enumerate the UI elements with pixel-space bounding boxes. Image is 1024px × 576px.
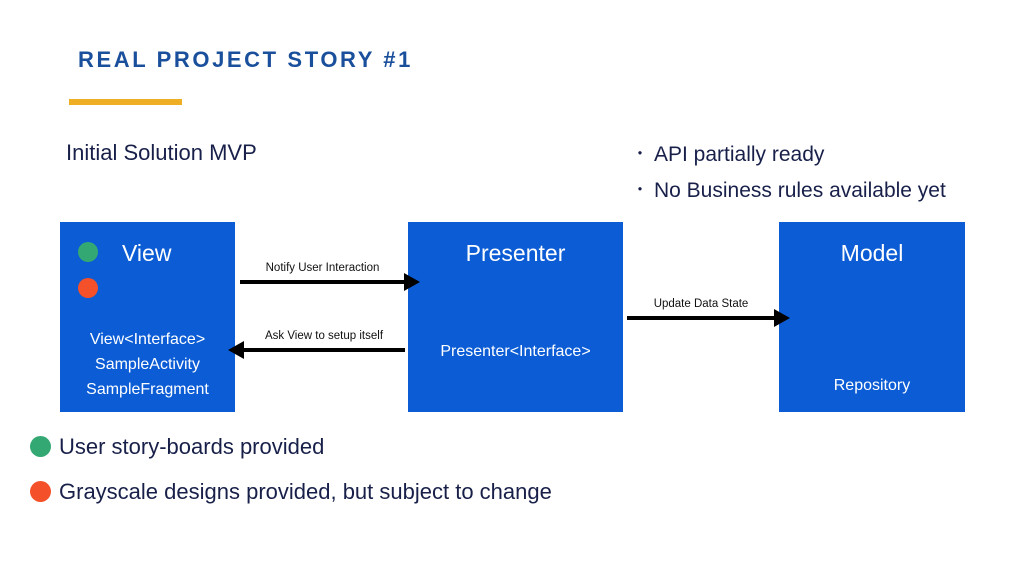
legend-list: User story-boards provided Grayscale des… <box>30 424 552 514</box>
diagram-box-view: View View<Interface> SampleActivity Samp… <box>60 222 235 412</box>
red-status-dot-icon <box>78 278 98 298</box>
box-subtext-view: View<Interface> SampleActivity SampleFra… <box>86 331 209 398</box>
diagram-box-model: Model Repository <box>779 222 965 412</box>
box-subtext-model: Repository <box>833 377 911 394</box>
box-subtext-presenter: Presenter<Interface> <box>440 343 591 360</box>
note-item-business-rules: ・ No Business rules available yet <box>632 176 1024 206</box>
arrow-line <box>243 348 405 352</box>
bullet-dot-icon: ・ <box>632 182 649 199</box>
arrow-label: Ask View to setup itself <box>264 330 384 342</box>
legend-text: Grayscale designs provided, but subject … <box>59 478 552 504</box>
title-accent-bar <box>69 99 182 105</box>
arrow-label: Notify User Interaction <box>265 262 380 274</box>
arrow-head-right-icon <box>774 309 790 327</box>
green-legend-dot-icon <box>30 436 51 457</box>
arrow-line <box>627 316 775 320</box>
note-item-api: ・ API partially ready <box>632 140 1024 170</box>
arrow-head-right-icon <box>404 273 420 291</box>
page-title: REAL PROJECT STORY #1 <box>78 47 413 72</box>
note-text: API partially ready <box>654 143 825 166</box>
red-legend-dot-icon <box>30 481 51 502</box>
legend-item-storyboards: User story-boards provided <box>30 424 552 469</box>
notes-list: ・ API partially ready ・ No Business rule… <box>632 140 1024 212</box>
legend-item-grayscale-designs: Grayscale designs provided, but subject … <box>30 469 552 514</box>
note-text: No Business rules available yet <box>654 179 946 202</box>
box-title-view: View <box>122 240 172 266</box>
diagram-box-presenter: Presenter Presenter<Interface> <box>408 222 623 412</box>
section-label: Initial Solution MVP <box>66 140 257 165</box>
arrow-head-left-icon <box>228 341 244 359</box>
arrow-label: Update Data State <box>653 298 749 310</box>
box-title-presenter: Presenter <box>465 240 566 266</box>
box-title-model: Model <box>840 240 904 266</box>
arrow-line <box>240 280 405 284</box>
green-status-dot-icon <box>78 242 98 262</box>
legend-text: User story-boards provided <box>59 433 325 459</box>
bullet-dot-icon: ・ <box>632 146 649 163</box>
